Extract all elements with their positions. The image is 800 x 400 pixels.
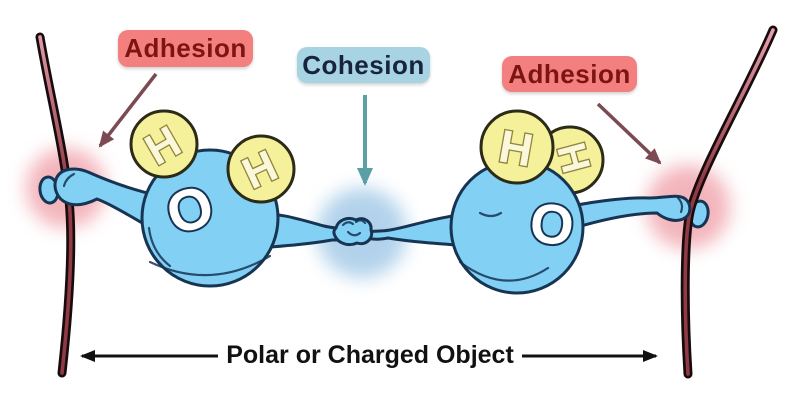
right-water-molecule: O bbox=[449, 159, 585, 295]
left-thumb-line bbox=[62, 172, 76, 188]
right-hydrogen-top: H bbox=[479, 109, 555, 185]
caption-polar-or-charged-object: Polar or Charged Object bbox=[226, 341, 514, 369]
adhesion-label-left: Adhesion bbox=[118, 30, 253, 67]
right-molecule-right-arm bbox=[558, 194, 692, 233]
clasped-hands bbox=[332, 216, 374, 247]
right-thumb-line bbox=[676, 196, 684, 214]
left-hydrogen-right: H bbox=[226, 134, 296, 204]
adhesion-label-right: Adhesion bbox=[502, 56, 637, 92]
left-molecule-left-arm bbox=[53, 167, 162, 235]
cohesion-label: Cohesion bbox=[297, 47, 430, 83]
right-oxygen-label: O bbox=[527, 190, 577, 257]
adhesion-arrow-left bbox=[98, 72, 158, 148]
left-hydrogen-top: H bbox=[129, 109, 199, 179]
adhesion-arrow-right bbox=[596, 102, 662, 165]
